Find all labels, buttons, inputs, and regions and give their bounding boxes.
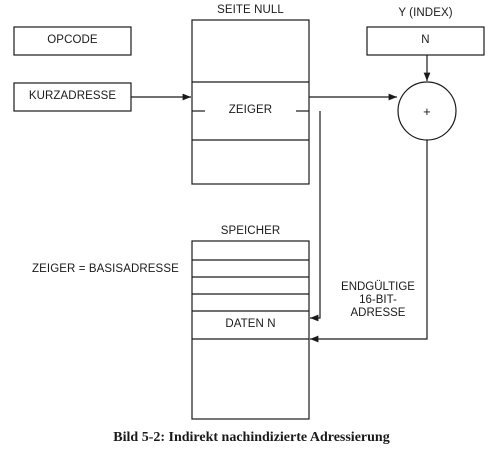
n-label: N xyxy=(421,34,430,46)
arrow-zeiger-to-basisadresse xyxy=(310,111,321,322)
zeiger-label: ZEIGER xyxy=(228,104,273,116)
endgueltige-adresse-label: ENDGÜLTIGE 16-BIT- ADRESSE xyxy=(338,281,418,320)
speicher-title: SPEICHER xyxy=(220,225,281,237)
seite-null-block xyxy=(191,19,310,185)
endgueltige-line-3: ADRESSE xyxy=(350,307,406,319)
daten-n-label: DATEN N xyxy=(225,318,276,330)
zeiger-basisadresse-label: ZEIGER = BASISADRESSE xyxy=(32,263,179,275)
seite-null-title: SEITE NULL xyxy=(217,4,284,16)
index-n-box xyxy=(366,26,485,56)
arrow-adder-to-daten-n xyxy=(310,140,428,343)
opcode-label: OPCODE xyxy=(47,34,98,46)
y-index-title: Y (INDEX) xyxy=(398,7,453,19)
plus-icon: + xyxy=(423,104,431,119)
endgueltige-line-1: ENDGÜLTIGE xyxy=(341,281,415,293)
figure-caption: Bild 5-2: Indirekt nachindizierte Adress… xyxy=(113,430,390,445)
speicher-block xyxy=(191,240,310,420)
opcode-box xyxy=(13,26,132,56)
endgueltige-line-2: 16-BIT- xyxy=(359,294,397,306)
kurzadresse-label: KURZADRESSE xyxy=(28,90,117,102)
